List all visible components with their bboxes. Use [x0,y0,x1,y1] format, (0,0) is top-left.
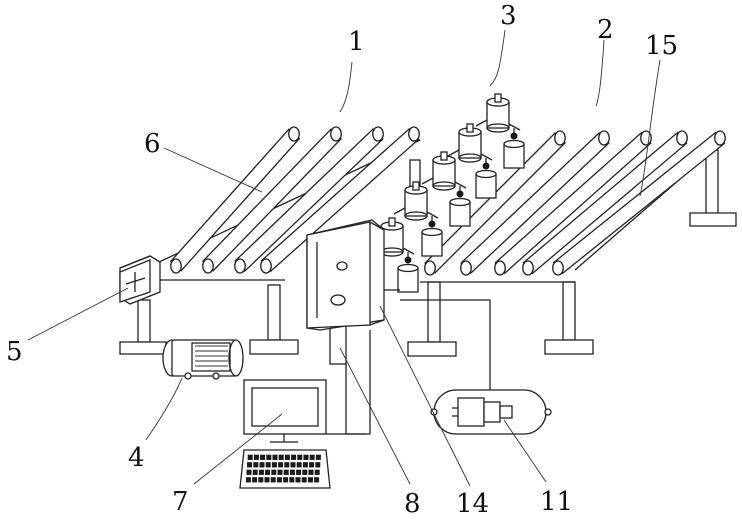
keyboard-key [260,455,264,460]
keyboard-key [254,463,258,468]
keyboard-key [265,470,269,475]
keyboard-key [315,470,319,475]
keyboard-key [259,478,263,483]
keyboard-key [248,455,252,460]
keyboard-key [247,463,251,468]
keyboard-key [316,463,320,468]
label-5: 5 [6,337,23,367]
label-11: 11 [540,487,573,517]
keyboard-key [309,463,313,468]
keyboard-key [303,463,307,468]
keyboard-key [283,478,287,483]
encoder-box [120,256,160,304]
keyboard-key [272,470,276,475]
drive-unit [431,390,551,434]
label-6: 6 [144,129,161,159]
label-7: 7 [172,487,189,517]
keyboard-key [246,478,250,483]
label-14: 14 [456,489,489,519]
keyboard-key [272,463,276,468]
keyboard-key [253,470,257,475]
keyboard-key [296,478,300,483]
control-cabinet [307,220,384,364]
label-3: 3 [500,1,517,31]
keyboard-key [308,478,312,483]
label-8: 8 [404,489,421,519]
keyboard-key [285,463,289,468]
keyboard-key [265,478,269,483]
keyboard-key [266,463,270,468]
keyboard-key [291,463,295,468]
keyboard-key [267,455,271,460]
right-roller-conveyor [408,131,736,356]
keyboard-key [303,470,307,475]
keyboard-key [254,455,258,460]
label-15: 15 [645,31,678,61]
label-2: 2 [597,15,614,45]
label-1: 1 [348,27,365,57]
milling-unit [422,152,470,226]
keyboard-key [279,455,283,460]
keyboard-key [297,463,301,468]
keyboard-key [290,470,294,475]
keyboard-key [271,478,275,483]
keyboard-key [259,470,263,475]
keyboard-key [252,478,256,483]
keyboard-key [302,478,306,483]
keyboard-key [278,463,282,468]
keyboard-key [290,478,294,483]
label-4: 4 [128,443,145,473]
keyboard-key [296,470,300,475]
keyboard-key [285,455,289,460]
keyboard-key [298,455,302,460]
keyboard-key [278,470,282,475]
keyboard-key [316,455,320,460]
keyboard-key [247,470,251,475]
keyboard-key [309,470,313,475]
keyboard-key [284,470,288,475]
keyboard-key [291,455,295,460]
keyboard-key [260,463,264,468]
keyboard-key [273,455,277,460]
motor [163,340,243,379]
milling-unit [476,94,524,168]
keyboard-key [314,478,318,483]
computer [240,380,330,488]
keyboard-key [310,455,314,460]
keyboard-key [277,478,281,483]
keyboard-key [304,455,308,460]
